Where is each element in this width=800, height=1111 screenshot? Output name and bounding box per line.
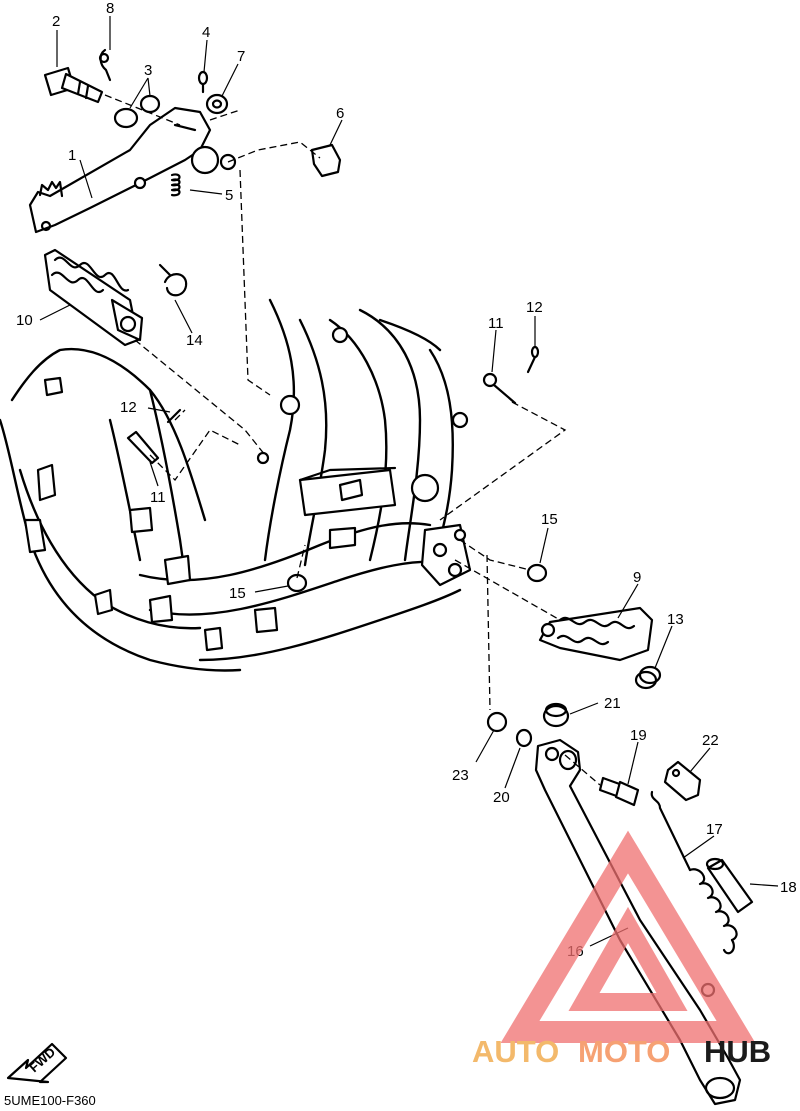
callout-5: 5 <box>225 187 233 204</box>
callout-23: 23 <box>452 767 469 784</box>
part-12-right-cotter <box>526 345 540 374</box>
part-11-right-pin <box>482 372 517 405</box>
callout-11-left: 11 <box>150 489 166 506</box>
watermark-moto: MOTO <box>578 1034 670 1069</box>
callout-11-right: 11 <box>488 315 504 332</box>
callout-12-right: 12 <box>526 299 543 316</box>
part-20-washer <box>515 728 533 748</box>
part-21-collar <box>542 702 570 728</box>
part-13-spring <box>634 665 662 690</box>
callout-6: 6 <box>336 105 344 122</box>
part-10-left-footrest <box>43 248 144 347</box>
diagram-code: 5UME100-F360 <box>4 1093 96 1108</box>
part-2-pivot-bolt <box>43 66 104 104</box>
callout-17: 17 <box>706 821 723 838</box>
callout-10: 10 <box>16 312 33 329</box>
callout-15-right: 15 <box>541 511 558 528</box>
watermark: AUTO MOTO HUB <box>472 830 771 1069</box>
callout-15-left: 15 <box>229 585 246 602</box>
part-22-plate <box>663 760 702 802</box>
callout-1: 1 <box>68 147 76 164</box>
callout-21: 21 <box>604 695 621 712</box>
part-7-washer <box>205 93 229 115</box>
part-14-footrest-spring <box>158 263 188 297</box>
part-5-spring <box>170 173 181 197</box>
callout-14: 14 <box>186 332 203 349</box>
part-17-spring <box>650 790 738 955</box>
fwd-arrow: FWD <box>6 1042 68 1084</box>
callout-13: 13 <box>667 611 684 628</box>
callout-20: 20 <box>493 789 510 806</box>
callout-12-left: 12 <box>120 399 137 416</box>
callout-3: 3 <box>144 62 152 79</box>
callout-7: 7 <box>237 48 245 65</box>
watermark-hub: HUB <box>704 1034 771 1069</box>
part-4-pin <box>197 70 209 94</box>
callout-4: 4 <box>202 24 210 41</box>
callout-9: 9 <box>633 569 641 586</box>
callout-2: 2 <box>52 13 60 30</box>
callout-22: 22 <box>702 732 719 749</box>
frame <box>0 298 472 672</box>
part-1-brake-pedal <box>28 106 237 234</box>
part-15-washer-right <box>526 563 548 583</box>
assembly-lines <box>104 94 601 786</box>
part-18-sleeve <box>705 857 754 914</box>
part-23-washer <box>486 711 508 733</box>
part-6-bolt <box>310 143 342 178</box>
part-19-bolt <box>598 776 640 807</box>
part-15-washer-left <box>286 573 308 593</box>
part-3-washers <box>113 94 161 129</box>
watermark-triangle <box>500 830 756 1043</box>
watermark-auto: AUTO <box>472 1034 559 1069</box>
callout-19: 19 <box>630 727 647 744</box>
callout-18: 18 <box>780 879 797 896</box>
callout-numbers: 1 2 3 4 5 6 7 8 9 10 11 11 12 12 13 14 1… <box>16 0 797 960</box>
part-9-right-footrest <box>538 606 654 662</box>
part-12-left-cotter <box>166 408 182 424</box>
part-8-cotter-pin <box>98 48 112 82</box>
callout-8: 8 <box>106 0 114 17</box>
